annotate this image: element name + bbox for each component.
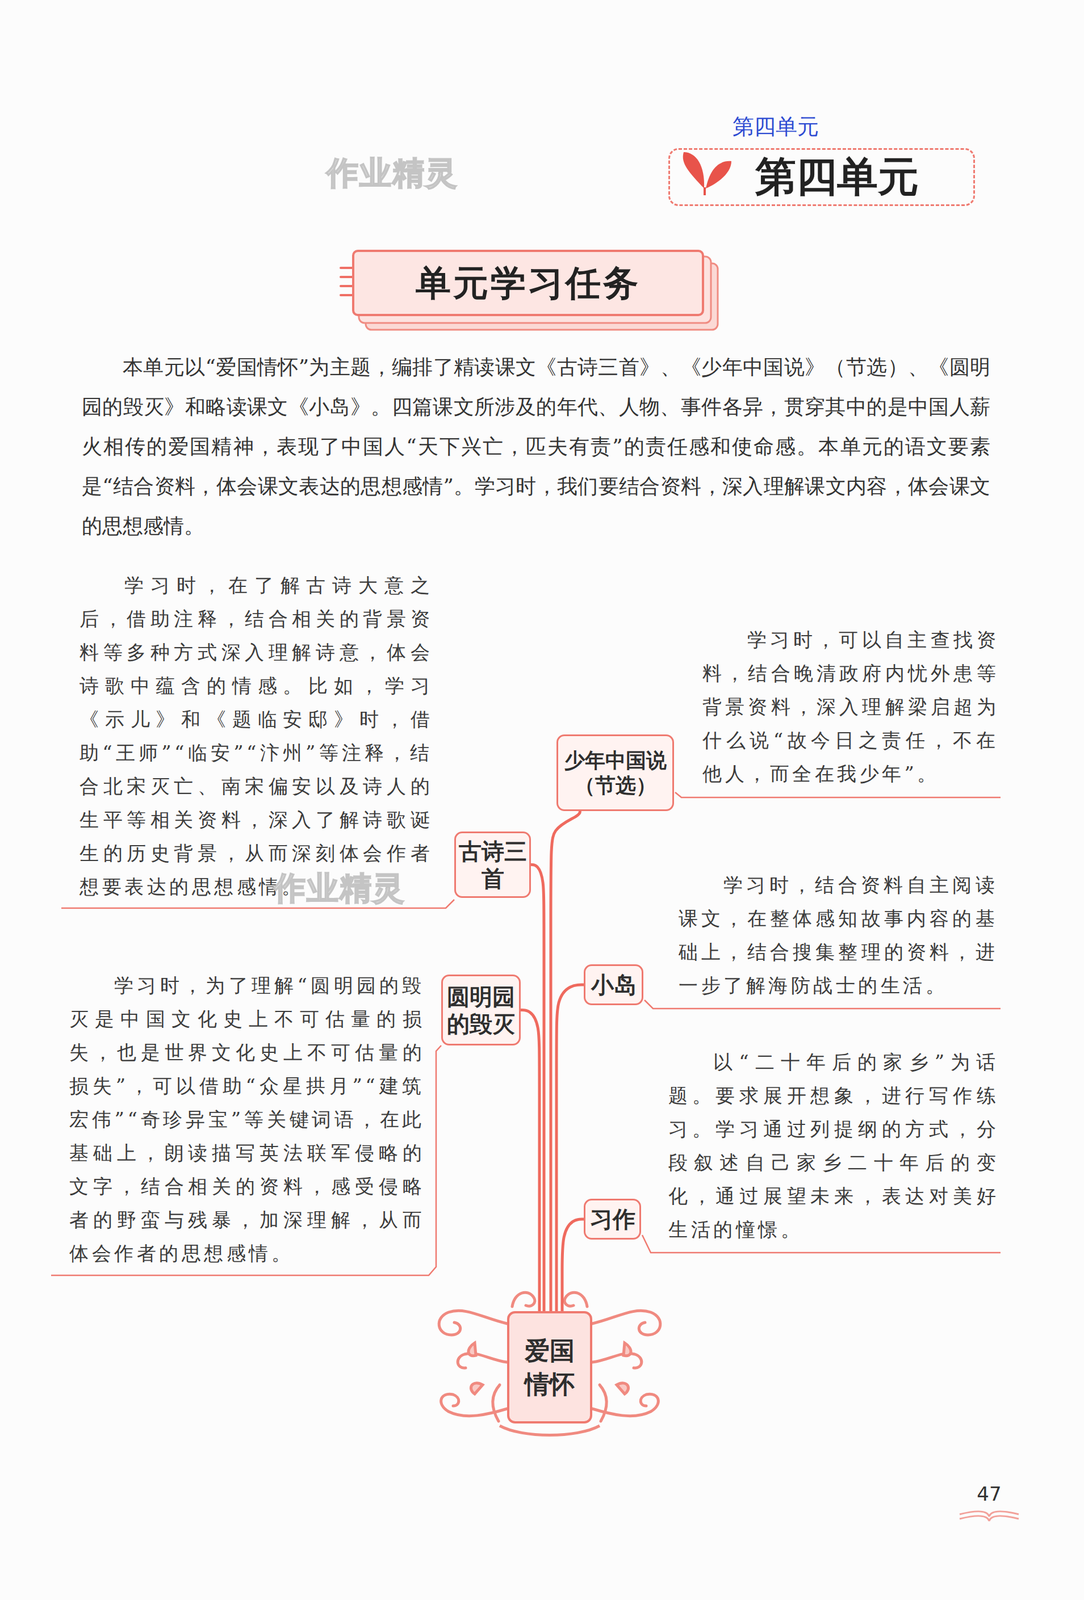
leader-line bbox=[644, 1000, 1001, 1010]
ornament-curl bbox=[441, 1394, 508, 1417]
leaf bbox=[705, 161, 732, 189]
ornament-curl bbox=[438, 1311, 508, 1336]
page-book-icon bbox=[959, 1512, 1019, 1522]
section-title-box: 单元学习任务 bbox=[352, 249, 705, 317]
branch-description: 学习时，结合资料自主阅读课文，在整体感知故事内容的基础上，结合搜集整理的资料，进… bbox=[678, 868, 998, 1003]
branch-connector bbox=[520, 1010, 540, 1313]
page-number: 47 bbox=[966, 1483, 1012, 1506]
leaf-icon bbox=[683, 152, 732, 196]
branch-node: 小岛 bbox=[583, 964, 644, 1006]
ornament-curl bbox=[492, 1385, 500, 1422]
branch-connector bbox=[530, 865, 544, 1313]
node-text: 第四单元 bbox=[755, 149, 919, 205]
node-text: 古诗三首 bbox=[458, 838, 527, 893]
branch-description: 以“二十年后的家乡”为话题。要求展开想象，进行写作练习。学习通过列提纲的方式，分… bbox=[668, 1045, 999, 1247]
book-line bbox=[959, 1516, 1019, 1522]
branch-description: 学习时，在了解古诗大意之后，借助注释，结合相关的背景资料等多种方式深入理解诗意，… bbox=[79, 568, 433, 904]
ornament-curl bbox=[512, 1292, 535, 1308]
ornament-curl bbox=[457, 1354, 508, 1369]
branch-description: 学习时，可以自主查找资料，结合晚清政府内忧外患等背景资料，深入理解梁启超为什么说… bbox=[702, 623, 999, 791]
leader-lines bbox=[51, 792, 1001, 1276]
watermark: 作业精灵 bbox=[273, 867, 428, 911]
node-text: 爱国情怀 bbox=[516, 1334, 584, 1402]
node-text: 单元学习任务 bbox=[415, 259, 641, 308]
leaf bbox=[683, 152, 705, 189]
intro-paragraph: 本单元以“爱国情怀”为主题，编排了精读课文《古诗三首》、《少年中国说》（节选）、… bbox=[81, 347, 991, 547]
ornament-leaf bbox=[470, 1383, 483, 1395]
branch-description: 学习时，为了理解“圆明园的毁灭是中国文化史上不可估量的损失，也是世界文化史上不可… bbox=[69, 969, 425, 1271]
leaf-stem bbox=[703, 187, 706, 196]
watermark: 作业精灵 bbox=[326, 152, 486, 196]
leader-line bbox=[675, 792, 1001, 798]
node-text: 少年中国说（节选） bbox=[560, 748, 671, 798]
branch-connector bbox=[556, 985, 584, 1312]
node-text: 圆明园的毁灭 bbox=[445, 983, 517, 1039]
unit-header-box: 第四单元 bbox=[668, 148, 975, 207]
unit-tag: 第四单元 bbox=[732, 112, 858, 142]
node-text: 小岛 bbox=[591, 971, 637, 999]
central-node: 爱国情怀 bbox=[507, 1311, 593, 1425]
branch-node: 圆明园的毁灭 bbox=[441, 974, 521, 1046]
branch-node: 习作 bbox=[583, 1199, 642, 1241]
branch-connector bbox=[562, 1219, 584, 1312]
branch-node: 少年中国说（节选） bbox=[556, 734, 675, 812]
book-line bbox=[959, 1512, 1019, 1518]
node-text: 习作 bbox=[589, 1206, 636, 1234]
ornament-leaf bbox=[468, 1343, 476, 1357]
branch-node: 古诗三首 bbox=[454, 831, 531, 899]
ornament-base bbox=[499, 1426, 600, 1437]
